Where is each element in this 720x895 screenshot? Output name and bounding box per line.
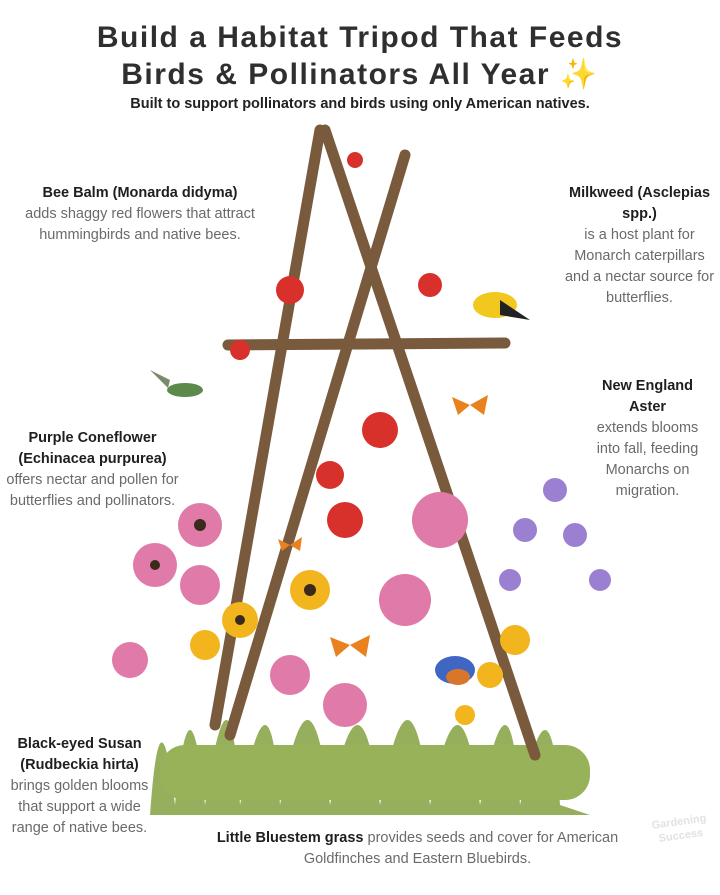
title-line-2: Birds & Pollinators All Year ✨	[0, 57, 720, 93]
hummingbird	[150, 370, 203, 397]
aster-name: New England Aster	[601, 378, 694, 415]
bluestem-name: Little Bluestem grass	[216, 830, 364, 846]
butterflies	[278, 395, 488, 657]
title-line-1: Build a Habitat Tripod That Feeds	[96, 21, 624, 54]
milkweed-name: Milkweed (Asclepias spp.)	[568, 185, 711, 222]
tripod-illustration	[112, 124, 611, 815]
bluestem-callout: Little Bluestem grass provides seeds and…	[200, 828, 635, 870]
bee-balm-name: Bee Balm (Monarda didyma)	[42, 185, 238, 201]
bluebird	[435, 656, 475, 685]
subtitle: Built to support pollinators and birds u…	[130, 96, 590, 112]
bluestem-desc: provides seeds and cover for American Go…	[303, 830, 619, 867]
aster-callout: New England Aster extends blooms into fa…	[585, 376, 710, 502]
milkweed-callout: Milkweed (Asclepias spp.) is a host plan…	[562, 183, 717, 309]
susan-desc: brings golden blooms that support a wide…	[10, 778, 149, 836]
susan-callout: Black-eyed Susan (Rudbeckia hirta) bring…	[2, 734, 157, 839]
coneflower-name: Purple Coneflower (Echinacea purpurea)	[18, 430, 167, 467]
title-line-2-text: Birds & Pollinators All Year	[121, 58, 551, 91]
milkweed-desc: is a host plant for Monarch caterpillars…	[564, 227, 715, 306]
bee-balm-desc: adds shaggy red flowers that attract hum…	[25, 206, 255, 243]
sparkle-icon: ✨	[559, 58, 599, 91]
bee-balm-callout: Bee Balm (Monarda didyma) adds shaggy re…	[10, 183, 270, 246]
coneflower-desc: offers nectar and pollen for butterflies…	[6, 472, 179, 509]
goldfinch	[473, 292, 530, 320]
flowers	[112, 152, 611, 727]
aster-desc: extends blooms into fall, feeding Monarc…	[596, 420, 699, 499]
grass	[150, 720, 590, 815]
susan-name: Black-eyed Susan (Rudbeckia hirta)	[17, 736, 142, 773]
coneflower-callout: Purple Coneflower (Echinacea purpurea) o…	[5, 428, 180, 512]
